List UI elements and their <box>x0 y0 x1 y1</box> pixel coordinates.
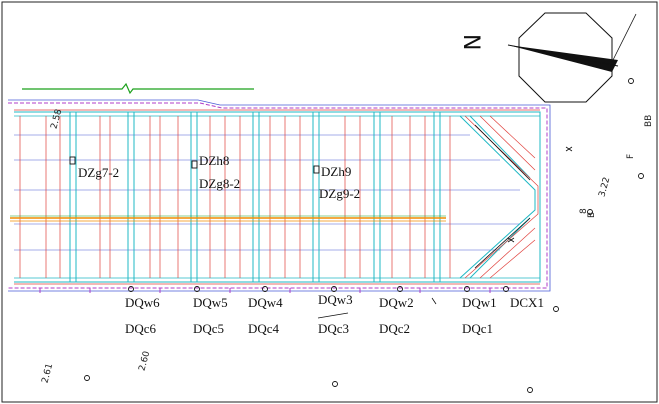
bottom-ticks <box>39 288 491 293</box>
label-dcx1: DCX1 <box>510 295 544 310</box>
label-dqc4: DQc4 <box>248 321 280 336</box>
label-dzh9: DZh9 <box>321 164 351 179</box>
label-dqw6: DQw6 <box>125 295 160 310</box>
label-dqc5: DQc5 <box>193 321 224 336</box>
label-dqc1: DQc1 <box>462 321 493 336</box>
outer-boundary-2 <box>8 99 551 292</box>
inner-boundary <box>14 111 541 283</box>
label-dzg8: DZg8-2 <box>199 176 240 191</box>
label-dqw1: DQw1 <box>462 295 497 310</box>
end-section <box>459 115 536 279</box>
bottom-labels-row2: DQc6 DQc5 DQc4 DQc3 DQc2 DQc1 <box>125 321 493 336</box>
label-dqc6: DQc6 <box>125 321 157 336</box>
dqc3-mark <box>317 312 349 319</box>
horizontal-grid <box>14 134 520 251</box>
outer-boundary <box>8 102 548 289</box>
label-dqw4: DQw4 <box>248 295 283 310</box>
cyan-columns <box>69 112 441 282</box>
label-dzg9: DZg9-2 <box>319 186 360 201</box>
elevation-right-point: 3.22 <box>597 176 612 198</box>
right-mark-c: 8 <box>579 208 589 214</box>
right-mark-a: BB <box>644 115 654 127</box>
borehole-markers <box>69 156 320 174</box>
label-dqw2: DQw2 <box>379 295 414 310</box>
label-dqw3: DQw3 <box>318 292 353 307</box>
bottom-circle-markers <box>84 78 644 393</box>
north-label: N <box>458 34 483 50</box>
label-dqc3: DQc3 <box>318 321 349 336</box>
label-dqw5: DQw5 <box>193 295 228 310</box>
label-dqc2: DQc2 <box>379 321 410 336</box>
elevation-top-left: 2.58 <box>49 108 64 130</box>
label-dzg7: DZg7-2 <box>78 165 119 180</box>
green-reference-line <box>22 82 254 95</box>
right-mark-d: B <box>587 212 597 218</box>
right-mark-b: F <box>626 154 636 159</box>
cross-marks <box>431 146 573 305</box>
label-dzh8: DZh8 <box>199 153 229 168</box>
end-section-red <box>464 115 539 279</box>
red-vertical-lines <box>19 116 451 278</box>
north-compass <box>507 12 637 103</box>
end-section-black <box>474 124 531 269</box>
elevation-bottom-left-a: 2.61 <box>40 362 55 384</box>
bottom-labels-row1: DQw6 DQw5 DQw4 DQw3 DQw2 DQw1 DCX1 <box>125 292 544 310</box>
elevation-bottom-left-b: 2.60 <box>137 350 152 372</box>
